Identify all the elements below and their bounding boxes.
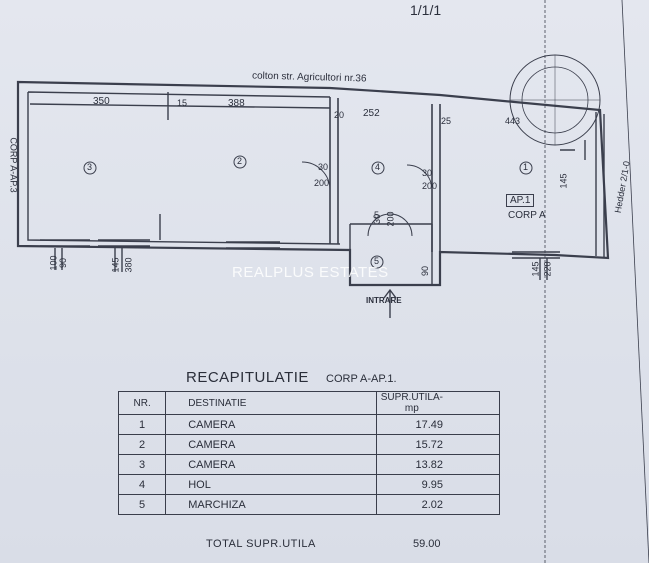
row-supr: 15.72 xyxy=(375,434,501,455)
side-label-left: CORP A-AP.3 xyxy=(8,137,19,193)
table-row: 4 HOL 9.95 xyxy=(117,474,501,495)
row-nr: 2 xyxy=(117,434,167,455)
header-supr: SUPR.UTILA-mp xyxy=(375,391,501,415)
row-destinatie: CAMERA xyxy=(165,434,377,455)
room-4-marker xyxy=(371,161,385,175)
header-fragment: 1/1/1 xyxy=(410,2,442,18)
window-size-7: 90 xyxy=(420,265,431,277)
recap-title: RECAPITULATIE xyxy=(186,369,309,386)
row-destinatie: HOL xyxy=(165,474,377,495)
watermark: REALPLUS ESTATES xyxy=(232,264,389,281)
row-supr: 17.49 xyxy=(375,414,501,435)
door-height-3: 200 xyxy=(385,211,396,227)
row-nr: 5 xyxy=(117,494,167,515)
table-row: 5 MARCHIZA 2.02 xyxy=(117,494,501,515)
recap-table: NR. DESTINATIE SUPR.UTILA-mp 1 CAMERA 17… xyxy=(117,391,501,515)
room-number-3: 3 xyxy=(87,162,93,172)
door-width-1: 30 xyxy=(318,162,329,172)
corp-label: CORP A xyxy=(508,210,546,221)
row-destinatie: CAMERA xyxy=(165,414,377,435)
header-nr: NR. xyxy=(117,391,167,415)
window-size-8: 145 xyxy=(558,173,569,189)
entrance-label: INTRARE xyxy=(366,296,402,305)
room-number-4: 4 xyxy=(375,162,381,172)
room-5-marker xyxy=(370,255,384,269)
door-height-2: 200 xyxy=(422,181,438,191)
room-3-marker xyxy=(83,161,97,175)
dim-443: 443 xyxy=(505,116,521,126)
dim-25: 25 xyxy=(441,116,452,126)
window-size-4: 380 xyxy=(123,257,134,273)
row-destinatie: CAMERA xyxy=(165,454,377,475)
room-number-5: 5 xyxy=(374,256,380,266)
window-size-3: 145 xyxy=(110,257,121,273)
table-row: 2 CAMERA 15.72 xyxy=(117,434,501,455)
window-size-2: 90 xyxy=(58,257,69,269)
window-size-5: 145 xyxy=(530,261,541,277)
room-number-2: 2 xyxy=(237,156,243,166)
row-nr: 3 xyxy=(117,454,167,475)
dim-388: 388 xyxy=(228,98,245,109)
header-destinatie: DESTINATIE xyxy=(165,391,377,415)
room-2-marker xyxy=(233,155,247,169)
row-destinatie: MARCHIZA xyxy=(165,494,377,515)
recap-subtitle: CORP A-AP.1. xyxy=(326,373,397,385)
door-height-1: 200 xyxy=(314,178,330,188)
recap-header-row: NR. DESTINATIE SUPR.UTILA-mp xyxy=(117,391,501,415)
row-supr: 9.95 xyxy=(375,474,501,495)
dim-252: 252 xyxy=(363,108,380,119)
room-number-1: 1 xyxy=(523,162,529,172)
row-nr: 1 xyxy=(117,414,167,435)
dim-20: 20 xyxy=(334,110,345,120)
table-row: 1 CAMERA 17.49 xyxy=(117,414,501,435)
room-1-marker xyxy=(519,161,533,175)
table-row: 3 CAMERA 13.82 xyxy=(117,454,501,475)
apartment-label: AP.1 xyxy=(506,194,535,207)
total-value: 59.00 xyxy=(413,538,441,550)
dim-15: 15 xyxy=(177,98,188,108)
window-size-6: 220 xyxy=(542,261,553,277)
door-width-2: 30 xyxy=(422,168,433,178)
row-supr: 13.82 xyxy=(375,454,501,475)
row-supr: 2.02 xyxy=(375,494,501,515)
dim-350: 350 xyxy=(93,96,110,107)
vestibule-marker: 5 xyxy=(374,210,380,220)
row-nr: 4 xyxy=(117,474,167,495)
total-label: TOTAL SUPR.UTILA xyxy=(206,538,316,550)
